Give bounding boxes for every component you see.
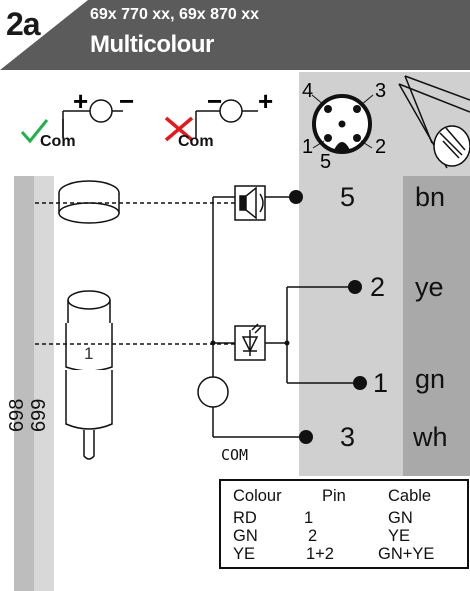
connector-face <box>311 94 374 154</box>
table-row: RD 1 GN <box>220 509 468 527</box>
checkmark-icon <box>20 119 49 144</box>
pin-label-1: 1 <box>373 368 389 398</box>
colour-legend-table: Colour Pin Cable RD 1 GN GN 2 YE YE 1+2 … <box>219 479 469 569</box>
module-number: 1 <box>84 344 94 363</box>
plus-sign-wrong: + <box>258 86 274 116</box>
section-tag: 2a <box>6 6 41 42</box>
minus-sign-wrong: − <box>207 86 223 116</box>
terminal-2 <box>348 280 362 294</box>
left-gray-band <box>14 176 34 591</box>
cross-icon <box>164 116 194 142</box>
pin-label-2: 2 <box>370 272 386 302</box>
cable-color-gn: gn <box>415 364 446 394</box>
buzzer-symbol <box>234 185 266 221</box>
connector-pin-4: 4 <box>302 80 314 102</box>
legend-cell: GN+YE <box>378 545 435 563</box>
left-gray-band-2 <box>34 176 54 591</box>
legend-cell: YE <box>388 527 411 545</box>
beacon-module <box>65 290 113 460</box>
legend-cell: RD <box>233 509 257 527</box>
pin-band <box>299 176 403 476</box>
connector-pin-2: 2 <box>375 136 387 158</box>
polarity-ok <box>20 99 123 144</box>
wires <box>212 196 358 438</box>
pin-label-5: 5 <box>340 182 356 212</box>
beacon-top <box>58 180 120 224</box>
minus-sign: − <box>119 86 135 116</box>
com-label: Com <box>40 133 76 150</box>
legend-cell: 1 <box>304 509 314 527</box>
terminal-5 <box>289 190 303 204</box>
header-corner <box>0 0 88 70</box>
side-label-698: 698 <box>6 398 28 432</box>
pin-label-3: 3 <box>340 422 356 452</box>
legend-header-pin: Pin <box>322 487 346 505</box>
legend-cell: 1+2 <box>306 545 334 563</box>
cable-band <box>403 176 470 476</box>
com-terminal-label: COM <box>221 446 249 464</box>
diagram-title: Multicolour <box>90 31 214 58</box>
legend-cell: YE <box>233 545 256 563</box>
connector-pin-3: 3 <box>375 80 387 102</box>
side-label-699: 699 <box>28 398 50 432</box>
lamp-symbol-com <box>197 376 229 408</box>
legend-header-colour: Colour <box>233 487 282 505</box>
cable-end <box>398 75 470 169</box>
connector-pin-1: 1 <box>302 136 314 158</box>
legend-header-cable: Cable <box>388 487 432 505</box>
connector-pin-5: 5 <box>320 151 332 173</box>
part-numbers: 69x 770 xx, 69x 870 xx <box>90 6 260 23</box>
plus-sign: + <box>73 86 89 116</box>
cable-color-bn: bn <box>415 182 446 212</box>
com-label-wrong: Com <box>178 133 214 150</box>
legend-cell: GN <box>233 527 258 545</box>
lamp-symbol <box>89 99 113 123</box>
cable-color-wh: wh <box>413 422 448 452</box>
table-row: GN 2 YE <box>220 527 468 545</box>
terminal-1 <box>353 376 367 390</box>
led-symbol <box>234 323 266 361</box>
polarity-wrong <box>164 99 258 142</box>
terminal-3 <box>299 430 313 444</box>
table-row: YE 1+2 GN+YE <box>220 545 468 568</box>
legend-cell: GN <box>388 509 413 527</box>
legend-cell: 2 <box>308 527 318 545</box>
cable-color-ye: ye <box>415 272 444 302</box>
